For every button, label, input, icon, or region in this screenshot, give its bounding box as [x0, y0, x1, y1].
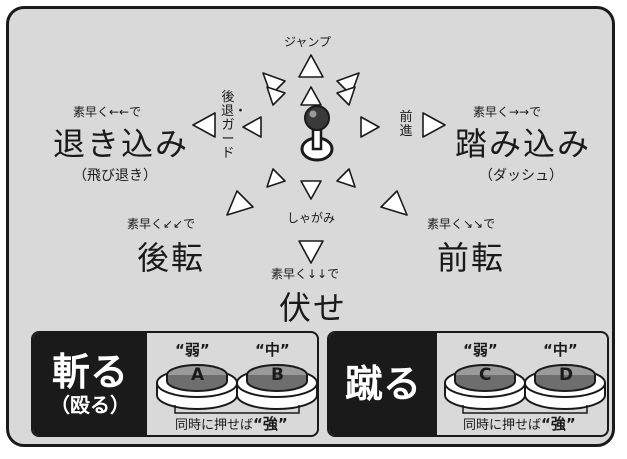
- slash-medium-label: “中”: [255, 341, 290, 359]
- slash-title: 斬る: [51, 350, 128, 394]
- slash-title-sub: （殴る）: [50, 393, 130, 417]
- back-guard-label: 後退・ガード: [221, 90, 248, 161]
- button-d: [524, 364, 606, 410]
- inner-arrow-down-right-icon: [336, 168, 356, 188]
- slash-title-block: 斬る （殴る）: [33, 333, 147, 435]
- slash-note-prefix: 同時に押せば: [175, 418, 254, 433]
- inner-arrow-up-left-icon: [266, 86, 286, 106]
- back-roll-input: 素早く↙↙で: [127, 217, 196, 231]
- inner-arrow-left-icon: [242, 116, 262, 138]
- forward-label: 前進: [399, 110, 413, 139]
- back-roll-name: 後転: [137, 239, 206, 277]
- arrow-up-icon: [298, 54, 324, 78]
- dash-input: 素早く→→で: [473, 105, 542, 119]
- inner-arrow-up-right-icon: [336, 86, 356, 106]
- kick-medium-label: “中”: [543, 341, 578, 359]
- forward-roll-input: 素早く↘↘で: [427, 217, 496, 231]
- kick-note-prefix: 同時に押せば: [463, 418, 542, 433]
- slash-weak-label: “弱”: [175, 341, 210, 359]
- arrow-up-right-icon: [336, 72, 360, 96]
- dash-sub: （ダッシュ）: [479, 168, 563, 184]
- crouch-label: しゃがみ: [287, 211, 336, 225]
- inner-arrow-down-icon: [300, 180, 322, 200]
- arrow-up-left-icon: [262, 72, 286, 96]
- kick-title: 蹴る: [344, 362, 421, 406]
- arrow-right-icon: [422, 112, 446, 138]
- arrow-down-right-icon: [380, 190, 408, 216]
- button-d-letter: D: [559, 365, 574, 385]
- kick-title-block: 蹴る: [329, 333, 437, 435]
- dash-name: 踏み込み: [455, 125, 592, 163]
- inner-arrow-down-left-icon: [266, 168, 286, 188]
- arrow-down-icon: [298, 240, 324, 264]
- button-c-letter: C: [479, 365, 492, 385]
- button-c: [444, 364, 526, 410]
- prone-name: 伏せ: [279, 289, 348, 327]
- arrow-down-left-icon: [226, 190, 254, 216]
- forward-roll-name: 前転: [437, 239, 506, 277]
- kick-buttons-box: 蹴る: [327, 331, 609, 437]
- retreat-sub: （飛び退き）: [73, 168, 157, 184]
- button-b: [236, 364, 318, 410]
- kick-note: 同時に押せば“強”: [463, 413, 576, 434]
- retreat-name: 退き込み: [53, 125, 190, 163]
- kick-bracket: [462, 405, 588, 414]
- joystick-icon: [300, 105, 334, 162]
- slash-buttons-box: 斬る （殴る）: [31, 331, 319, 437]
- slash-note-strong: “強”: [253, 415, 288, 433]
- slash-bracket: [174, 405, 300, 414]
- button-b-letter: B: [271, 365, 284, 385]
- kick-weak-label: “弱”: [463, 341, 498, 359]
- jump-label: ジャンプ: [284, 35, 332, 49]
- controls-panel: ジャンプ しゃがみ 後退・ガード 前進 素早く←←で 退き込み （飛び退き） 素…: [6, 6, 615, 447]
- retreat-input: 素早く←←で: [73, 105, 142, 119]
- inner-arrow-right-icon: [360, 116, 380, 138]
- slash-note: 同時に押せば“強”: [175, 413, 288, 434]
- joystick-diagram: [156, 54, 606, 414]
- arrow-left-icon: [192, 112, 216, 138]
- inner-arrow-up-icon: [300, 86, 322, 106]
- prone-input: 素早く↓↓で: [271, 267, 340, 281]
- kick-note-strong: “強”: [541, 415, 576, 433]
- button-a-letter: A: [191, 365, 205, 385]
